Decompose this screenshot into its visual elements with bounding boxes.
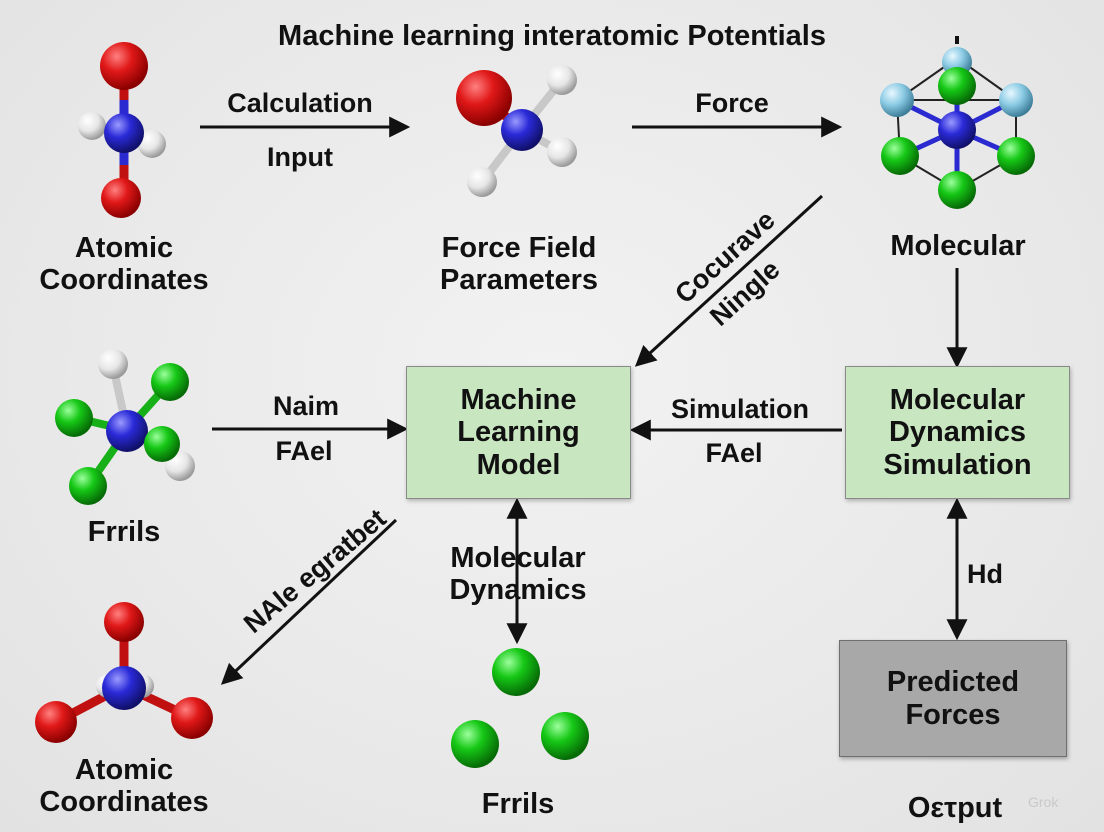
edge-label-hd: Hd [967, 559, 1003, 589]
edge-label-naim: Naim [272, 391, 340, 421]
label-output: Oετput [907, 792, 1003, 824]
label-frrils-left: Frrils [87, 516, 161, 548]
diagram-title: Machine learning interatomic Potentials [278, 20, 826, 52]
edge-label-input: Input [267, 142, 333, 172]
molecule-atomic-coordinates-bottom [35, 602, 213, 743]
md-simulation-box: Molecular Dynamics Simulation [845, 366, 1070, 499]
molecule-molecular-cage [880, 36, 1035, 209]
label-frrils-bottom: Frrils [481, 788, 555, 820]
molecule-frrils-left [55, 349, 195, 505]
md-simulation-label: Molecular Dynamics Simulation [883, 383, 1032, 481]
arrow-molecular-to-ml-model [634, 194, 824, 367]
predicted-forces-label: Predicted Forces [886, 666, 1020, 731]
predicted-forces-box: Predicted Forces [839, 640, 1067, 757]
molecule-atomic-coordinates-top [78, 42, 166, 218]
edge-label-force: Force [695, 88, 769, 118]
label-molecular-top: Molecular [890, 230, 1026, 262]
molecule-force-field [456, 65, 577, 197]
edge-label-calculation: Calculation [227, 88, 373, 118]
molecule-frrils-bottom [451, 648, 589, 768]
edge-label-fael-right: FAel [705, 438, 763, 468]
label-atomic-coordinates-top: Atomic Coordinates [39, 232, 209, 297]
edge-label-fael-left: FAel [275, 436, 333, 466]
label-force-field-parameters: Force Field Parameters [440, 232, 598, 297]
ml-model-label: Machine Learning Model [457, 383, 580, 481]
ml-model-box: Machine Learning Model [406, 366, 631, 499]
watermark: Grok [1028, 794, 1059, 810]
edge-label-simulation: Simulation [670, 394, 809, 424]
arrow-ml-model-to-atomic-coords [220, 518, 398, 685]
edge-label-molecular-dynamics: Molecular Dynamics [449, 542, 587, 607]
label-atomic-coordinates-bottom: Atomic Coordinates [39, 754, 209, 819]
